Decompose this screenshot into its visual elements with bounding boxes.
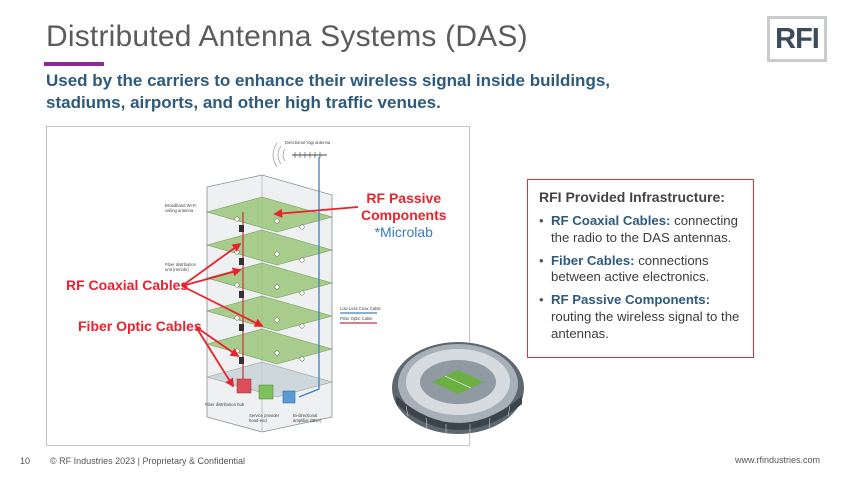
label-provider-1: Service provider xyxy=(249,413,280,418)
title-accent-bar xyxy=(44,62,104,66)
yagi-elements xyxy=(294,152,321,158)
label-fiber-legend: Fiber Optic Cable xyxy=(340,316,373,321)
fiber-distribution-hub xyxy=(236,378,252,394)
item-desc: routing the wireless signal to the anten… xyxy=(551,308,740,341)
stadium-base xyxy=(396,396,522,430)
list-item: RF Passive Components: routing the wirel… xyxy=(539,292,742,342)
info-box-heading: RFI Provided Infrastructure: xyxy=(539,189,725,205)
callout-rf-coaxial: RF Coaxial Cables xyxy=(66,277,189,293)
stadium-columns xyxy=(405,405,511,434)
label-bda-1: Bi-directional xyxy=(293,413,317,418)
callout-passive-line1: RF Passive xyxy=(366,190,442,206)
infrastructure-list: RF Coaxial Cables: connecting the radio … xyxy=(539,213,742,343)
signal-waves-icon xyxy=(272,142,286,168)
label-wifi-1: Broadband Wi-Fi xyxy=(165,203,196,208)
service-provider-headend xyxy=(258,384,274,400)
callout-microlab: *Microlab xyxy=(374,224,433,240)
item-term: RF Passive Components: xyxy=(551,292,711,308)
item-desc: connections between active electronics. xyxy=(551,252,710,285)
page-number: 10 xyxy=(20,456,31,466)
bda-unit xyxy=(282,390,296,404)
item-term: RF Coaxial Cables: xyxy=(551,213,671,228)
coax-riser xyxy=(298,157,320,398)
callout-fiber-optic: Fiber Optic Cables xyxy=(78,318,202,334)
callout-rf-passive: RF Passive Components *Microlab xyxy=(361,190,447,241)
list-item: Fiber Cables: connections between active… xyxy=(539,253,742,287)
copyright-text: © RF Industries 2023 | Proprietary & Con… xyxy=(50,456,246,466)
label-fdu-2: unit (remote) xyxy=(165,267,189,272)
list-item: RF Coaxial Cables: connecting the radio … xyxy=(539,213,742,247)
rfi-logo: RFI xyxy=(767,16,827,62)
slide-title: Distributed Antenna Systems (DAS) xyxy=(46,20,528,53)
item-term: Fiber Cables: xyxy=(551,252,635,268)
item-desc: connecting the radio to the DAS antennas… xyxy=(551,213,738,245)
label-wifi-2: ceiling antenna xyxy=(165,208,194,213)
rfi-infrastructure-box: RFI Provided Infrastructure: RF Coaxial … xyxy=(527,179,754,358)
label-bda-2: amplifier (BDA) xyxy=(293,418,322,423)
label-fdu-1: Fiber distribution xyxy=(165,262,197,267)
slide-subtitle: Used by the carriers to enhance their wi… xyxy=(46,71,611,112)
stadium-illustration xyxy=(392,342,524,434)
pitch-line xyxy=(444,375,472,389)
logo-text: RFI xyxy=(775,22,820,55)
label-provider-2: head-end xyxy=(249,418,267,423)
website-link[interactable]: www.rfindustries.com xyxy=(734,455,820,465)
label-fiber-hub: Fiber distribution hub xyxy=(205,402,245,407)
callout-passive-line2: Components xyxy=(361,207,447,223)
label-yagi: Directional Yagi antenna xyxy=(285,140,331,145)
label-coax-legend: Low Loss Coax Cable xyxy=(340,306,381,311)
